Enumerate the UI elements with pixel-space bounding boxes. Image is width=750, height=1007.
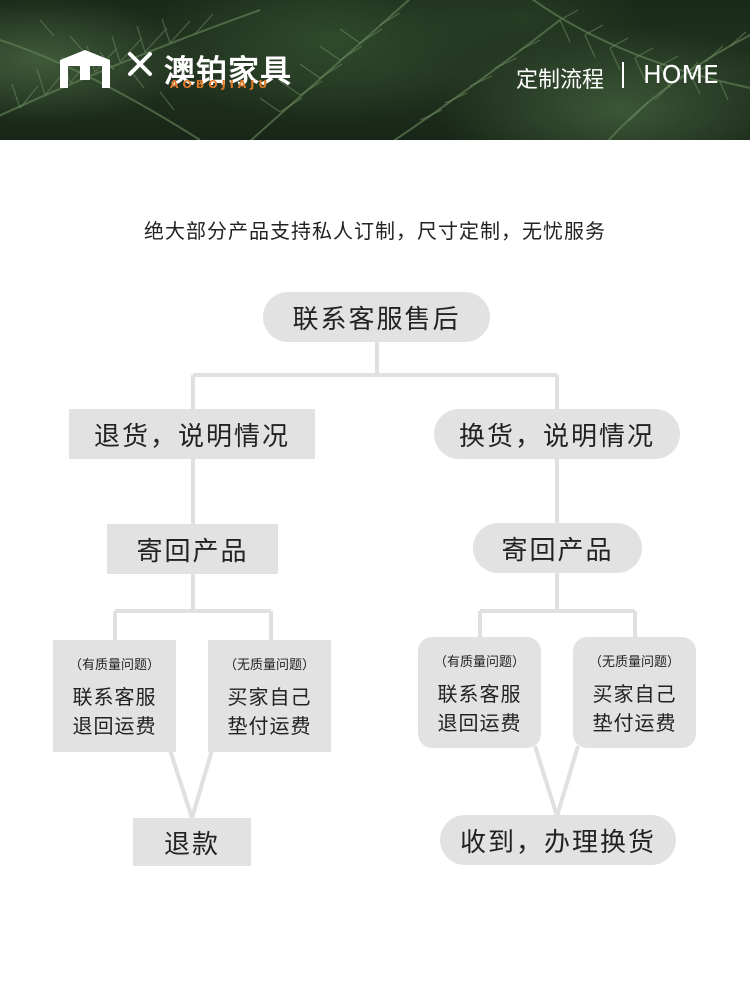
nav-custom-process[interactable]: 定制流程 xyxy=(516,68,605,93)
nav-home[interactable]: HOME xyxy=(643,60,719,89)
return-title-node: 退货，说明情况 xyxy=(69,409,315,459)
refund-label: 退款 xyxy=(163,829,220,860)
exchange-title-label: 换货，说明情况 xyxy=(458,421,655,452)
exchange-title-node: 换货，说明情况 xyxy=(434,409,680,459)
exchange-quality-line2: 退回运费 xyxy=(437,711,522,735)
exchange-no-quality-line1: 买家自己 xyxy=(592,682,677,706)
header-banner: 澳铂家具 AOBOJIAJU 定制流程 HOME xyxy=(0,0,750,140)
return-quality-line2: 退回运费 xyxy=(72,714,157,738)
return-no-quality-note: （无质量问题） xyxy=(223,658,315,673)
logo-table-icon xyxy=(60,50,110,88)
return-ship-label: 寄回产品 xyxy=(136,536,249,567)
exchange-quality-line1: 联系客服 xyxy=(437,682,522,706)
exchange-quality-node: （有质量问题） 联系客服 退回运费 xyxy=(418,637,541,748)
exchange-done-node: 收到，办理换货 xyxy=(440,815,676,865)
exchange-no-quality-node: （无质量问题） 买家自己 垫付运费 xyxy=(573,637,696,748)
flow-start-node: 联系客服售后 xyxy=(263,292,490,342)
brand-name: 澳铂家具 xyxy=(164,54,292,90)
return-no-quality-line1: 买家自己 xyxy=(227,685,312,709)
brand-subtitle: AOBOJIAJU xyxy=(170,78,272,91)
exchange-done-label: 收到，办理换货 xyxy=(459,827,656,858)
return-no-quality-line2: 垫付运费 xyxy=(227,714,312,738)
exchange-ship-label: 寄回产品 xyxy=(501,535,614,566)
return-title-label: 退货，说明情况 xyxy=(93,421,290,452)
return-quality-note: （有质量问题） xyxy=(68,658,160,673)
return-ship-node: 寄回产品 xyxy=(107,524,278,574)
close-x-icon xyxy=(128,52,152,76)
refund-node: 退款 xyxy=(133,818,251,866)
flow-start-label: 联系客服售后 xyxy=(292,304,461,335)
exchange-quality-note: （有质量问题） xyxy=(433,655,525,670)
return-quality-node: （有质量问题） 联系客服 退回运费 xyxy=(53,640,176,752)
return-no-quality-node: （无质量问题） 买家自己 垫付运费 xyxy=(208,640,331,752)
intro-text: 绝大部分产品支持私人订制，尺寸定制，无忧服务 xyxy=(144,219,606,243)
exchange-no-quality-line2: 垫付运费 xyxy=(592,711,677,735)
exchange-ship-node: 寄回产品 xyxy=(473,523,642,573)
exchange-no-quality-note: （无质量问题） xyxy=(588,655,680,670)
nav-divider xyxy=(622,62,624,88)
return-quality-line1: 联系客服 xyxy=(72,685,157,709)
